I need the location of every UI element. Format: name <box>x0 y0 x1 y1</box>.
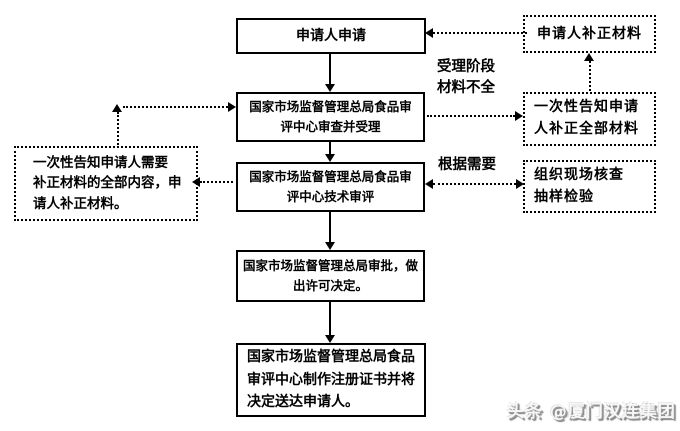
node-technical-review-label: 国家市场监督管理总局食品审 评中心技术审评 <box>249 169 412 204</box>
node-technical-review: 国家市场监督管理总局食品审 评中心技术审评 <box>236 162 425 212</box>
arrow-apply-to-accept-line <box>329 54 331 86</box>
arrow-review-onsite-left-head-icon <box>425 179 433 189</box>
node-applicant-apply-label: 申请人申请 <box>296 27 366 44</box>
arrow-review-onsite-line <box>433 183 516 185</box>
node-onsite-inspection-sampling: 组织现场核查 抽样检验 <box>523 160 656 213</box>
edge-label-incomplete-materials: 受理阶段 材料不全 <box>437 59 495 97</box>
node-onsite-inspection-sampling-label: 组织现场核查 抽样检验 <box>534 166 624 205</box>
arrow-review-to-leftnotify-head-icon <box>192 177 200 187</box>
arrow-leftnotify-to-accept-line <box>123 106 228 108</box>
edge-label-as-needed: 根据需要 <box>438 157 496 173</box>
node-issue-certificate: 国家市场监督管理总局食品 审评中心制作注册证书并将 决定送达申请人。 <box>236 343 426 417</box>
node-notify-full-supplement-label: 一次性告知申请 人补正全部材料 <box>534 99 639 137</box>
node-approval-decision-label: 国家市场监督管理总局审批，做 出许可决定。 <box>242 258 418 293</box>
arrow-approval-to-certificate-head-icon <box>325 335 335 343</box>
node-approval-decision: 国家市场监督管理总局审批，做 出许可决定。 <box>236 250 425 302</box>
node-notify-correction-content-label: 一次性告知申请人需要 补正材料的全部内容，申 请人补正材料。 <box>33 155 182 212</box>
arrow-supplement-to-apply-head-icon <box>425 28 433 38</box>
arrow-accept-to-review-line <box>329 142 331 156</box>
node-applicant-apply: 申请人申请 <box>236 18 426 54</box>
arrow-review-to-approval-line <box>329 212 331 244</box>
node-applicant-supplement-material: 申请人补正材料 <box>523 15 656 53</box>
arrow-notify-to-supplement-line <box>589 61 591 91</box>
arrow-leftnotify-up-line <box>117 112 119 145</box>
arrow-leftnotify-to-accept-head-icon <box>228 102 236 112</box>
arrow-accept-to-notify-line <box>427 115 515 117</box>
node-review-and-accept: 国家市场监督管理总局食品审 评中心审查并受理 <box>236 92 425 142</box>
arrow-review-to-leftnotify-line <box>200 181 233 183</box>
arrow-review-to-approval-head-icon <box>325 242 335 250</box>
node-notify-correction-content: 一次性告知申请人需要 补正材料的全部内容，申 请人补正材料。 <box>14 146 198 221</box>
arrow-accept-to-review-head-icon <box>325 154 335 162</box>
arrow-notify-to-supplement-head-icon <box>584 53 594 61</box>
node-notify-full-supplement: 一次性告知申请 人补正全部材料 <box>523 92 656 146</box>
arrow-supplement-to-apply-line <box>433 32 527 34</box>
arrow-apply-to-accept-head-icon <box>325 84 335 92</box>
node-issue-certificate-label: 国家市场监督管理总局食品 审评中心制作注册证书并将 决定送达申请人。 <box>247 348 415 411</box>
arrow-review-onsite-right-head-icon <box>516 179 524 189</box>
arrow-accept-to-notify-head-icon <box>515 111 523 121</box>
node-review-and-accept-label: 国家市场监督管理总局食品审 评中心审查并受理 <box>249 99 412 134</box>
arrow-leftnotify-up-head-icon <box>112 104 122 112</box>
arrow-approval-to-certificate-line <box>329 302 331 337</box>
node-applicant-supplement-material-label: 申请人补正材料 <box>537 25 642 42</box>
watermark-toutiao: 头条 @厦门汉连集团 <box>507 402 676 422</box>
